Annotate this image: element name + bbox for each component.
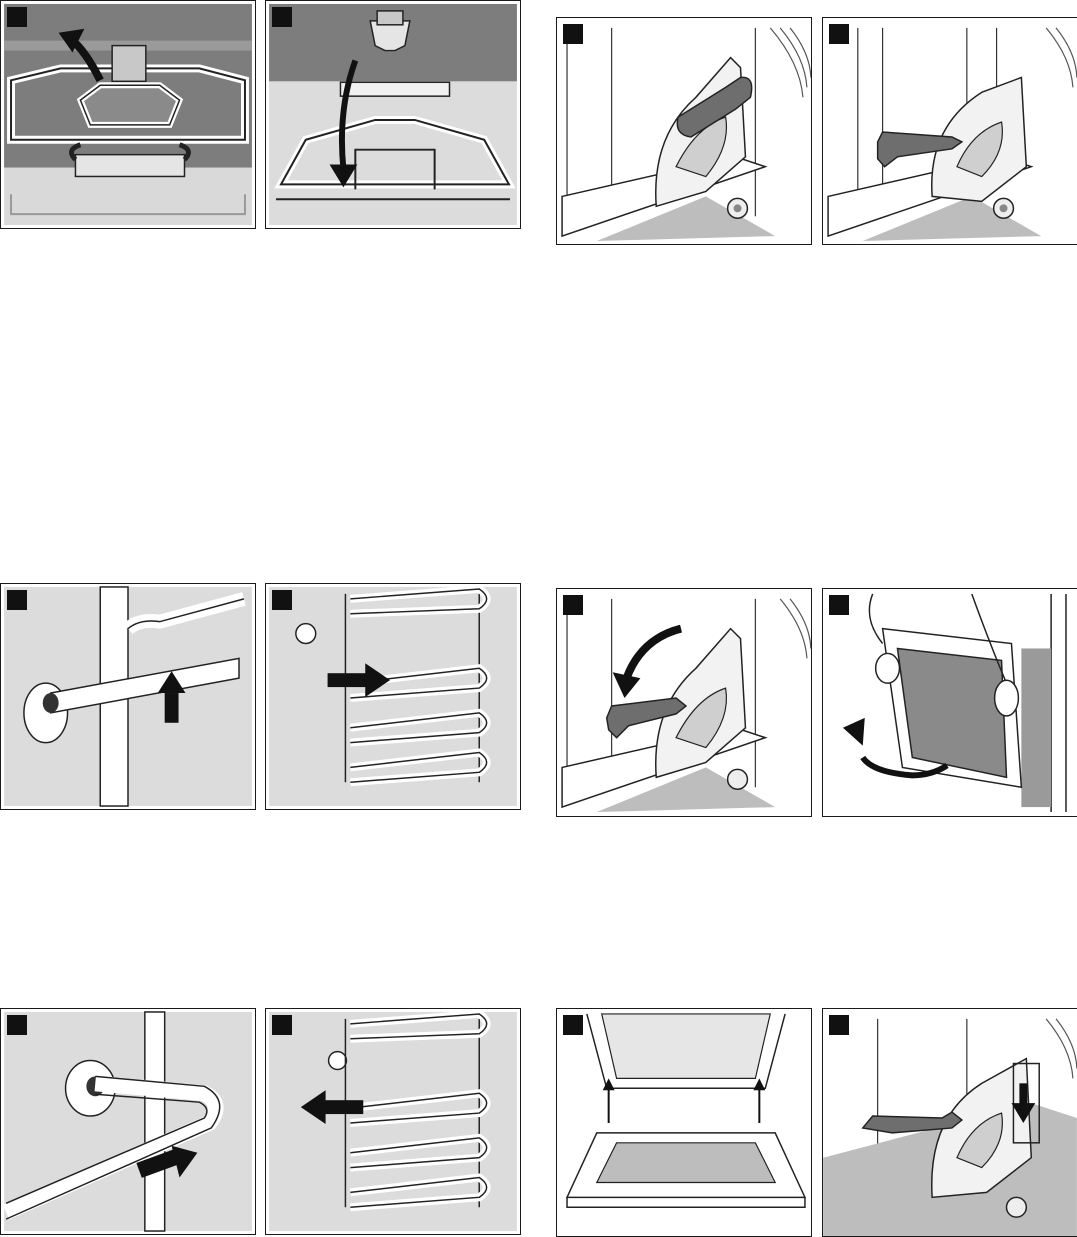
figure-hinge-lever-lock [822,1008,1077,1237]
figure-rack-clip-press [265,0,521,229]
figure-hinge-lever-rotate [556,588,812,817]
step-marker [7,1015,27,1035]
rail-insert-illustration [1,1009,255,1234]
figure-rail-lift-up [0,583,256,810]
figure-rail-push-in [265,1008,521,1235]
hinge-lever-closed-illustration [557,18,811,244]
hinge-lever-rotate-illustration [557,589,811,816]
figure-hinge-lever-open [822,17,1077,245]
figure-rail-insert [0,1008,256,1235]
step-marker [829,24,849,44]
figure-door-remove [822,588,1077,817]
door-remove-illustration [823,589,1077,816]
figure-rail-pull-out [265,583,521,810]
hinge-lever-lock-illustration [823,1009,1077,1236]
door-hinge-insert-illustration [557,1009,811,1236]
rack-clip-lift-illustration [1,1,255,228]
step-marker [272,590,292,610]
hinge-lever-open-illustration [823,18,1077,244]
step-marker [563,595,583,615]
step-marker [829,595,849,615]
rail-pull-out-illustration [266,584,520,809]
figure-door-hinge-insert [556,1008,812,1237]
step-marker [272,7,292,27]
step-marker [563,1015,583,1035]
figure-rack-clip-lift [0,0,256,229]
step-marker [829,1015,849,1035]
step-marker [272,1015,292,1035]
figure-hinge-lever-closed [556,17,812,245]
step-marker [7,7,27,27]
step-marker [563,24,583,44]
rack-clip-press-illustration [266,1,520,228]
step-marker [7,590,27,610]
rail-lift-up-illustration [1,584,255,809]
rail-push-in-illustration [266,1009,520,1234]
